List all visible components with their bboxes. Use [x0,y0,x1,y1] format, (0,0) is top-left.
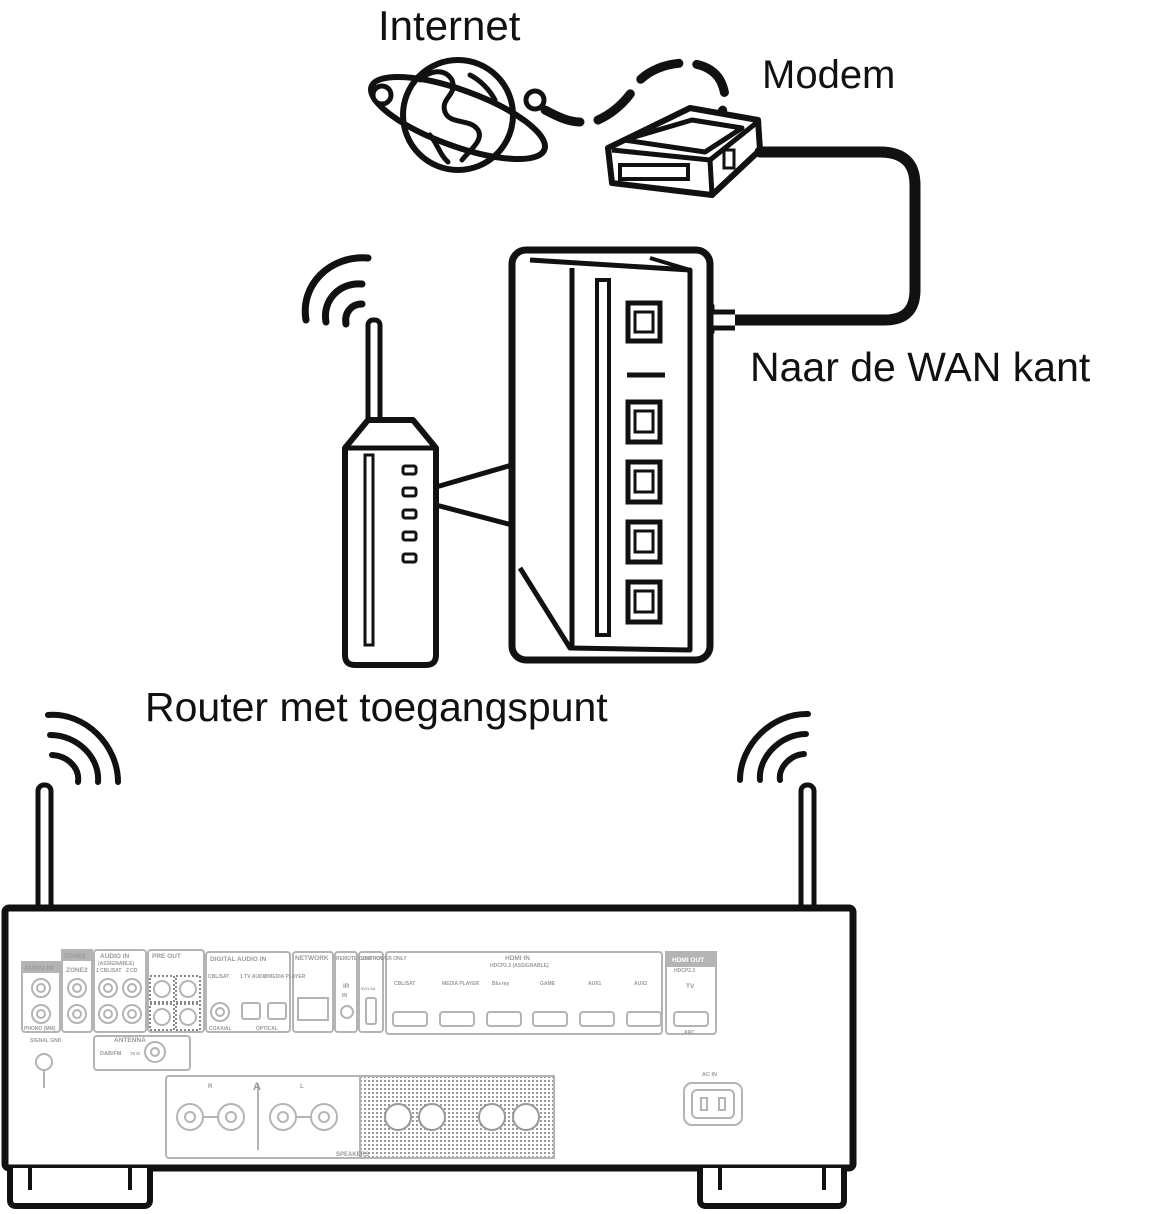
panel-speaker-l: L [300,1084,304,1090]
panel-hdmi-out: HDMI OUT [672,957,704,964]
panel-hdmi-input-3: Blu-ray [492,981,509,987]
panel-remote: REMOTE CONTROL [336,956,384,962]
panel-arc: ARC [684,1030,695,1036]
receiver-right-foot [697,1168,847,1209]
panel-antenna: ANTENNA [114,1037,146,1044]
panel-assignable: (ASSIGNABLE) [98,961,134,967]
zoom-line-bottom [435,502,513,528]
internet-modem-dashed-link [593,58,730,125]
panel-speaker-r: R [208,1084,213,1090]
internet-link-line [540,105,585,127]
lan-port-4 [625,579,663,625]
panel-ir: IR [343,983,350,990]
panel-hdmi-input-6: AUX2 [634,981,648,987]
panel-hdmi-input-5: AUX1 [588,981,602,987]
panel-zone2-sub: ZONE2 [66,967,88,974]
panel-speaker-a: A [253,1081,261,1093]
speakers-b-hatched-area [359,1075,555,1159]
wan-port [625,300,663,344]
receiver-rear-panel [21,949,743,1159]
router-label: Router met toegangspunt [145,684,608,730]
receiver-left-foot [7,1168,153,1209]
panel-optical: OPTICAL [256,1026,278,1032]
panel-tv: TV [686,983,695,990]
wan-cable [729,146,921,326]
panel-audio-in-assign: AUDIO IN [100,953,130,960]
receiver-body [1,904,857,1172]
panel-dab-fm: DAB/FM [100,1051,122,1057]
lan-port-1 [625,399,663,445]
lan-port-2 [625,459,663,505]
router-port-panel [508,246,714,664]
panel-media-player: 2 MEDIA PLAYER [264,974,306,980]
lan-port-3 [625,519,663,565]
router-icon [342,317,439,668]
panel-ir-in: IN [342,993,347,999]
panel-hdmi-in: HDMI IN [505,955,530,962]
rear-panel-labels: AUDIO IN ZONE2 ZONE2 AUDIO IN (ASSIGNABL… [24,953,717,1158]
panel-network: NETWORK [295,955,329,962]
zoom-line-top [435,462,513,490]
panel-hdcp-out: HDCP2.3 [674,968,695,974]
panel-usb-rating: 5V/1.5A [361,986,376,991]
panel-phono: PHONO (MM) [24,1026,56,1032]
modem-icon [605,105,763,198]
panel-ohm: 75 Ω [130,1051,140,1056]
router-wifi-icon [301,254,372,328]
panel-hdmi-input-4: GAME [540,981,556,987]
panel-digital-audio-in: DIGITAL AUDIO IN [210,956,267,963]
panel-tv-audio: 1 TV AUDIO [240,974,268,980]
panel-zone2: ZONE2 [64,953,86,960]
internet-label: Internet [378,2,521,49]
panel-cbl-sat-1: 1 CBL/SAT [96,968,121,974]
panel-cbl-sat: CBL/SAT [208,974,229,980]
panel-hdmi-input-2: MEDIA PLAYER [442,981,480,987]
panel-cd-2: 2 CD [126,968,138,974]
panel-hdmi-input-1: CBL/SAT [394,981,415,987]
panel-signal-gnd: SIGNAL GND [30,1038,62,1044]
panel-ac-in: AC IN [702,1072,717,1078]
panel-pre-out: PRE OUT [152,953,181,960]
internet-globe-icon [368,57,548,173]
panel-usb: USB POWER ONLY [361,956,407,962]
panel-coaxial: COAXIAL [209,1026,232,1032]
panel-hdcp: HDCP2.3 (ASSIGNABLE) [490,963,549,969]
panel-speakers: SPEAKERS [336,1152,369,1158]
modem-label: Modem [762,53,896,97]
wan-side-label: Naar de WAN kant [750,344,1091,390]
panel-audio-in: AUDIO IN [24,965,54,972]
